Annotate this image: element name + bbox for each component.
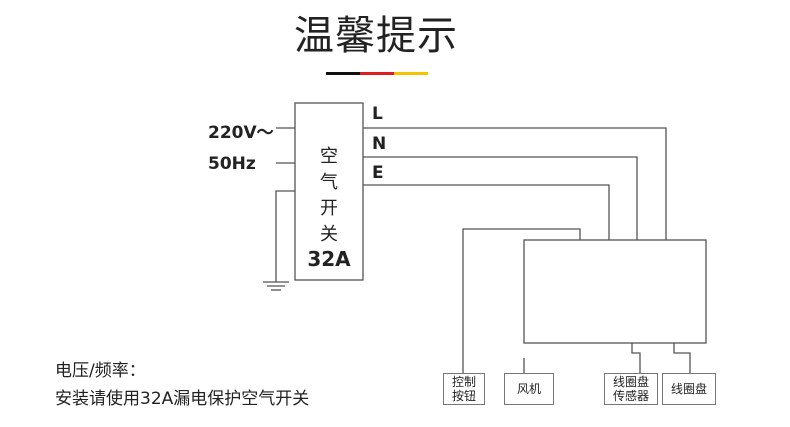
breaker-char-4: 关 [320, 224, 338, 245]
wire-control-button [462, 228, 581, 373]
wire-n [363, 156, 638, 240]
title-underline-black [326, 72, 360, 75]
breaker-char-1: 空 [320, 146, 338, 167]
main-unit-box [523, 239, 707, 344]
line-n-label: N [372, 134, 387, 154]
terminal-fan-label: 风机 [516, 382, 541, 396]
frequency-label: 50Hz [208, 154, 256, 174]
terminal-coil-label: 线圈盘 [670, 382, 707, 396]
page-title: 温馨提示 [294, 13, 458, 59]
note-install-instruction: 安装请使用32A漏电保护空气开关 [55, 389, 310, 409]
terminal-control-button-line1: 控制 [451, 375, 476, 389]
breaker-box [294, 102, 364, 281]
ground-wire [275, 190, 295, 282]
wire-coil-sensor [631, 343, 641, 373]
line-l-label: L [372, 104, 383, 124]
title-underline-red [360, 72, 394, 75]
breaker-rating: 32A [307, 247, 351, 271]
voltage-label: 220V～ [208, 123, 274, 143]
title-underline-yellow [394, 72, 428, 75]
wire-e [363, 184, 610, 240]
terminal-coil: 线圈盘 [662, 373, 716, 405]
note-voltage-frequency: 电压/频率： [55, 361, 146, 381]
wire-coil [673, 343, 691, 373]
terminal-coil-sensor-line2: 传感器 [612, 389, 649, 403]
breaker-char-3: 开 [320, 198, 338, 219]
terminal-control-button: 控制 按钮 [443, 373, 485, 405]
wire-l [363, 127, 667, 240]
terminal-coil-sensor-line1: 线圈盘 [612, 375, 649, 389]
terminal-fan: 风机 [504, 373, 554, 405]
breaker-char-2: 气 [320, 172, 338, 193]
terminal-control-button-line2: 按钮 [451, 389, 476, 403]
line-e-label: E [372, 163, 384, 183]
terminal-coil-sensor: 线圈盘 传感器 [604, 373, 658, 405]
